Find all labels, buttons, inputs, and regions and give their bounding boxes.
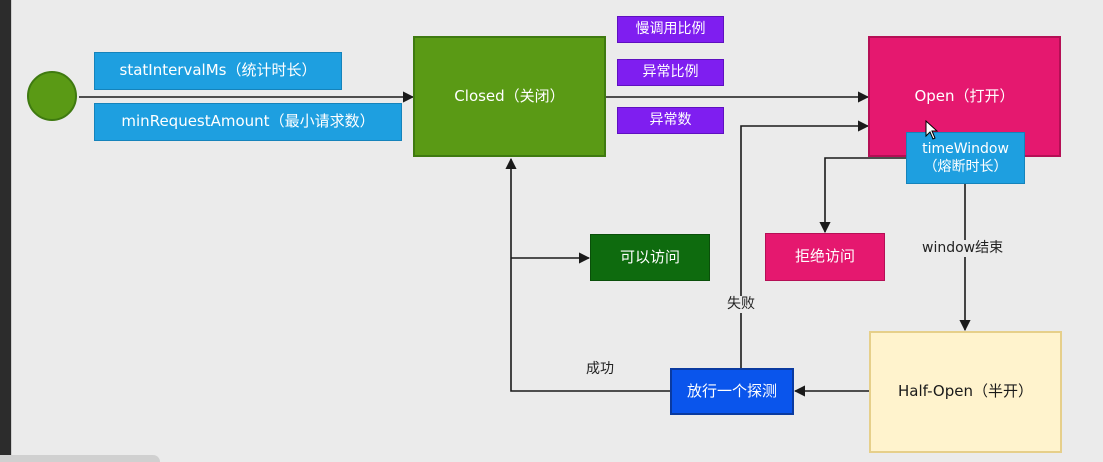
edge-probe-fail-to-open	[740, 120, 870, 368]
closed-state[interactable]: Closed（关闭）	[413, 36, 606, 157]
edge-label-window-end: window结束	[920, 240, 1006, 257]
edge-probe-success-to-closed	[505, 157, 670, 392]
trigger-error-ratio[interactable]: 异常比例	[617, 59, 724, 86]
reject-access-node[interactable]: 拒绝访问	[765, 233, 885, 281]
start-node[interactable]	[27, 71, 77, 121]
allow-access-node[interactable]: 可以访问	[590, 234, 710, 281]
edge-label-success: 成功	[584, 361, 616, 378]
probe-node[interactable]: 放行一个探测	[670, 368, 794, 415]
edge-label-fail: 失败	[725, 296, 757, 313]
min-request-label[interactable]: minRequestAmount（最小请求数）	[94, 103, 402, 141]
scrollbar-strip[interactable]	[0, 455, 160, 462]
trigger-slow-call-ratio[interactable]: 慢调用比例	[617, 16, 724, 43]
trigger-error-count[interactable]: 异常数	[617, 107, 724, 134]
edge-open-to-reject	[819, 157, 906, 234]
time-window-label[interactable]: timeWindow （熔断时长）	[906, 132, 1025, 184]
half-open-state[interactable]: Half-Open（半开）	[869, 331, 1062, 453]
window-left-edge	[0, 0, 11, 462]
window-left-border	[11, 0, 12, 462]
stat-interval-label[interactable]: statIntervalMs（统计时长）	[94, 52, 342, 90]
mouse-cursor-icon	[925, 120, 939, 140]
